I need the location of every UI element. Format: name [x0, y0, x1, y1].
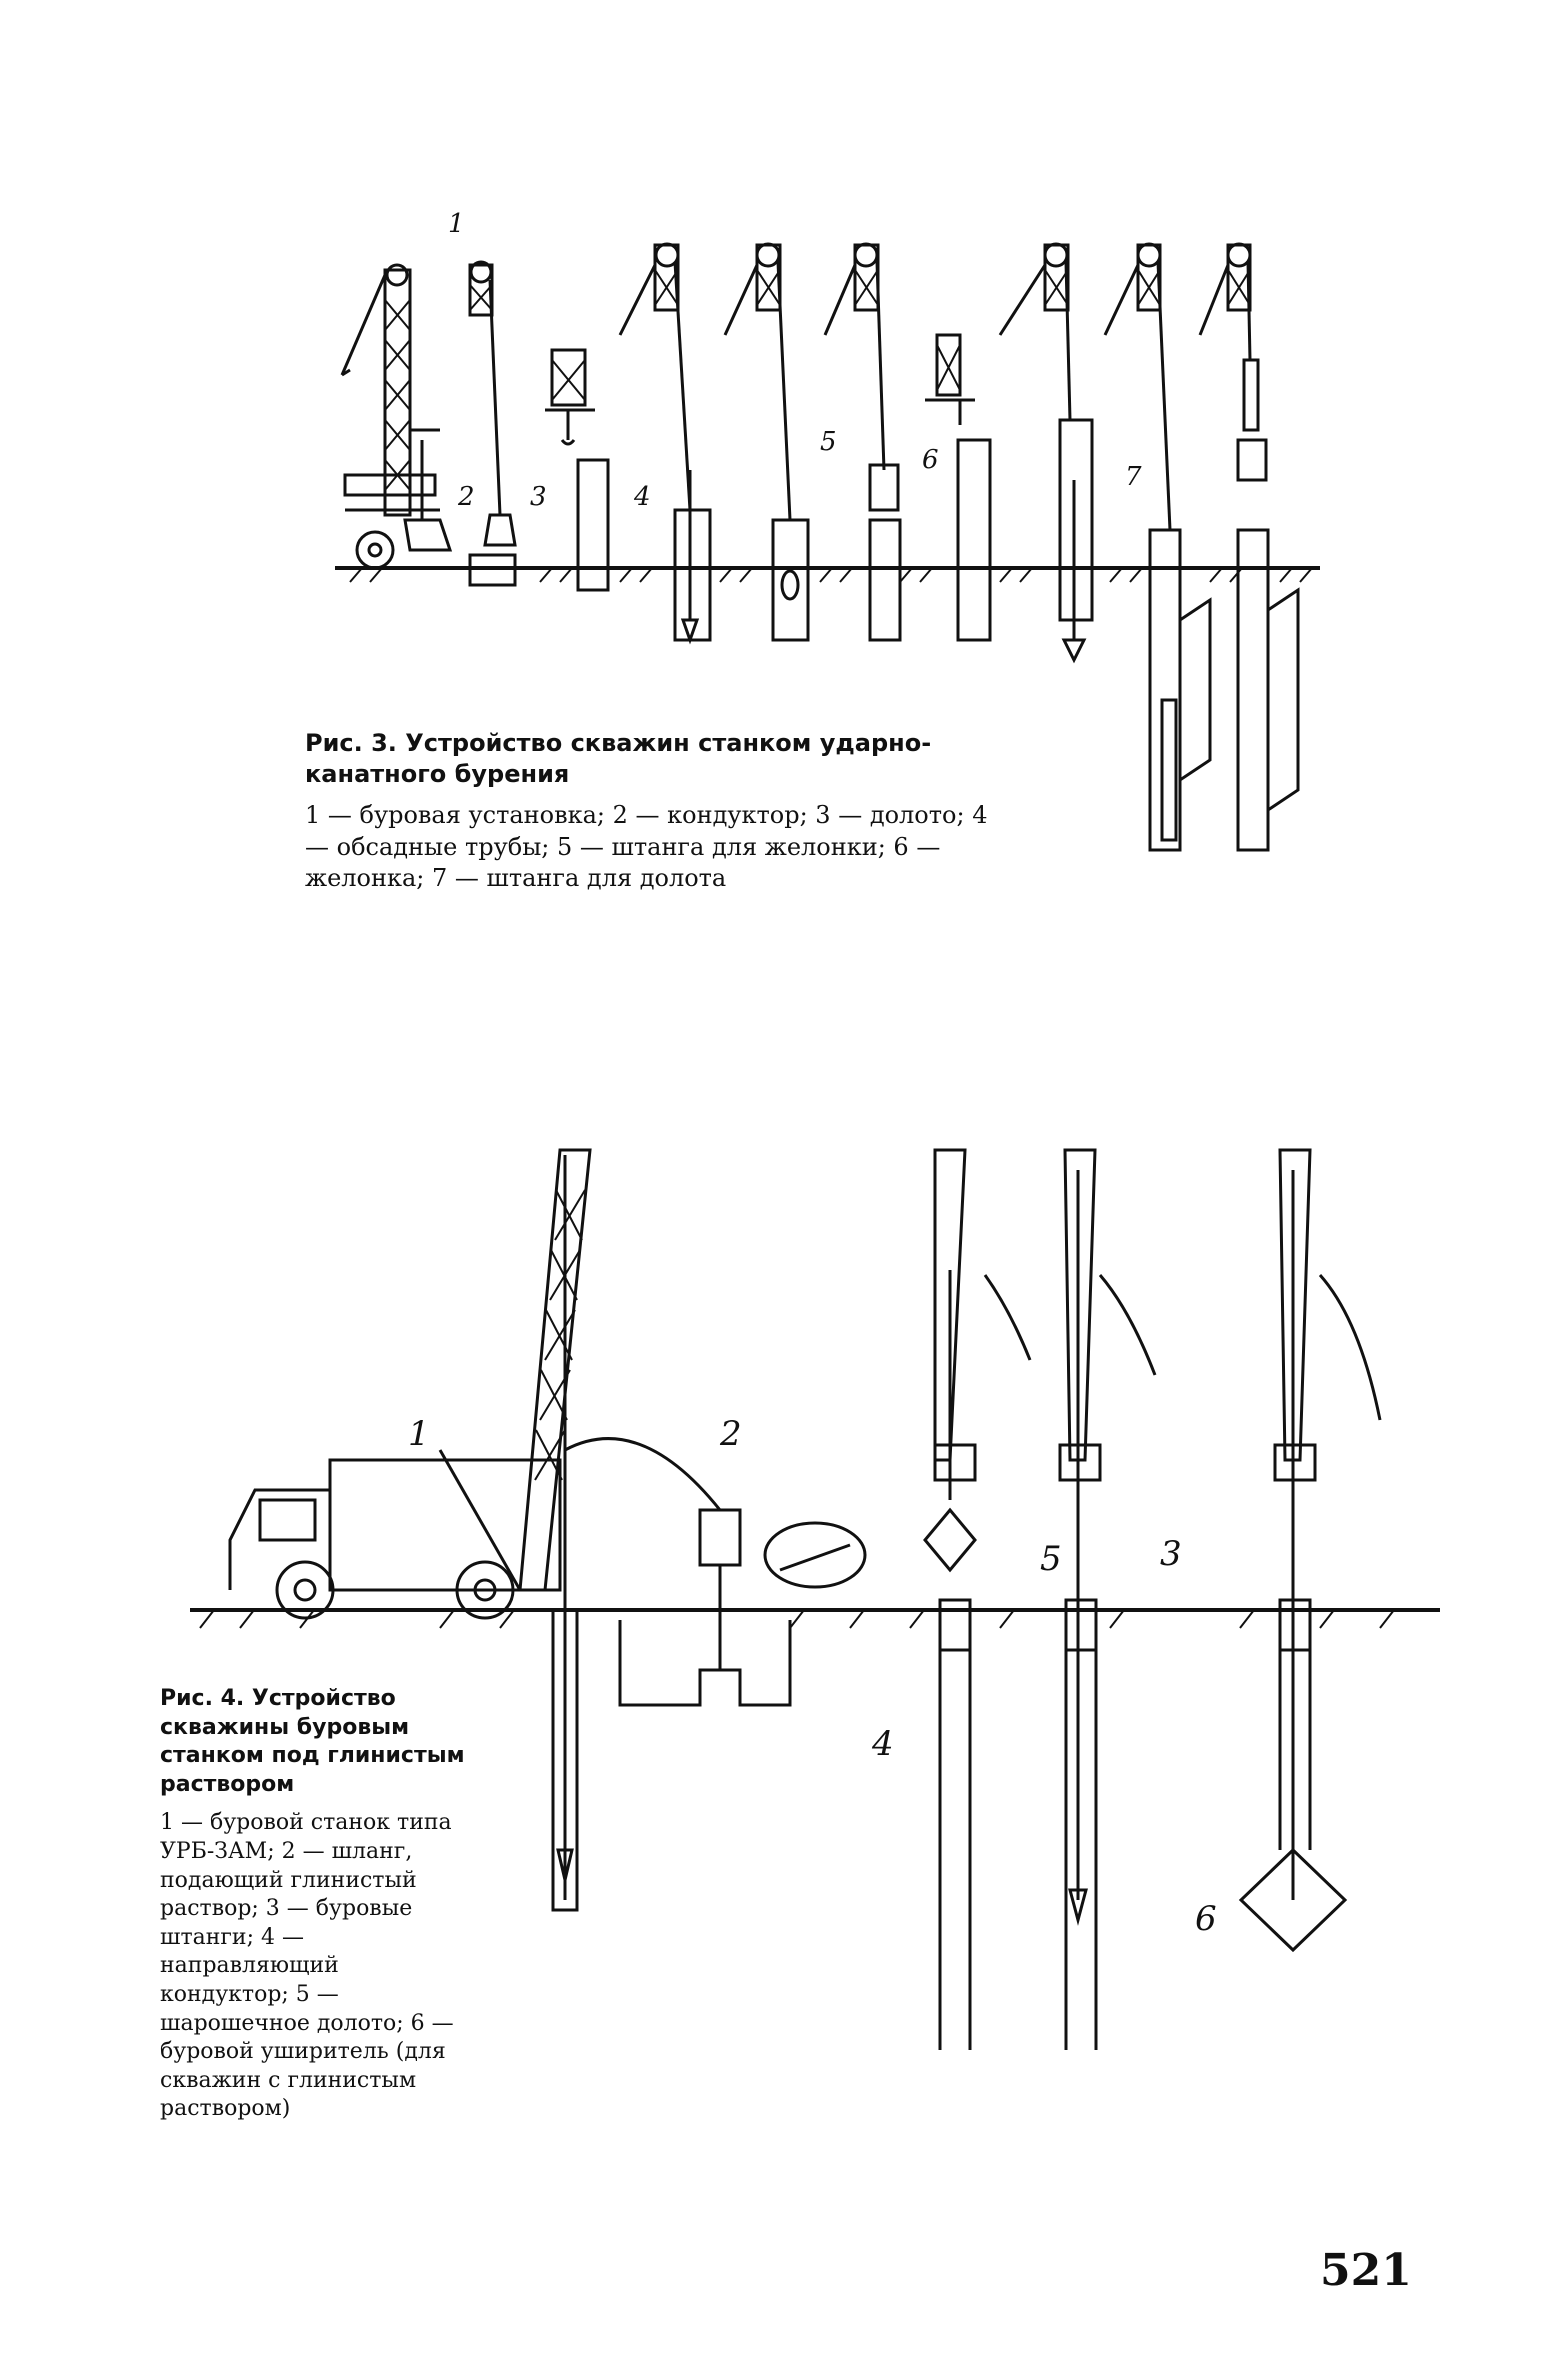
drilling-truck — [228, 1458, 562, 1620]
fig3-label-7: 7 — [1125, 462, 1142, 492]
stage-4-rig — [723, 242, 902, 642]
fig4-label-5: 5 — [1040, 1539, 1062, 1579]
fig4-label-3: 3 — [1160, 1534, 1182, 1574]
fig4-label-1: 1 — [408, 1414, 430, 1454]
figure-3-caption: Рис. 3. Устройство скважин станком ударн… — [305, 728, 995, 894]
well-b — [1058, 1148, 1157, 2050]
fig3-label-4: 4 — [633, 482, 651, 512]
page-number: 521 — [1320, 2245, 1412, 2296]
figure-4-caption: Рис. 4. Устройство скважины буровым стан… — [160, 1685, 470, 2124]
figure-3-caption-title: Рис. 3. Устройство скважин станком ударн… — [305, 729, 932, 789]
fig3-label-2: 2 — [457, 482, 475, 512]
well-a — [923, 1148, 1032, 2050]
fig4-label-4: 4 — [871, 1724, 894, 1764]
mud-system — [564, 1437, 867, 1707]
well-c — [1238, 1148, 1382, 1953]
fig3-label-1: 1 — [448, 209, 465, 239]
fig4-label-2: 2 — [719, 1414, 742, 1454]
stage-1-rig — [340, 260, 517, 570]
stage-6-rig — [1103, 242, 1300, 852]
fig3-label-5: 5 — [820, 427, 837, 457]
figure-3-drawing: 1 2 3 4 5 6 7 — [335, 209, 1320, 852]
figure-3-legend: 1 — буровая установка; 2 — кондуктор; 3 … — [305, 801, 988, 892]
drilling-mast — [438, 1148, 592, 1912]
figure-4-legend: 1 — буровой станок типа УРБ-ЗАМ; 2 — шла… — [160, 1810, 454, 2122]
stage-3-rig — [618, 242, 712, 645]
fig3-label-6: 6 — [922, 445, 939, 475]
fig4-label-6: 6 — [1195, 1899, 1217, 1939]
stage-2-tower — [468, 348, 610, 592]
figure-4-caption-title: Рис. 4. Устройство скважины буровым стан… — [160, 1686, 465, 1797]
stage-5-rig — [925, 242, 1094, 664]
figure-4-drawing: 1 2 3 4 5 6 — [190, 1148, 1440, 2050]
fig3-label-3: 3 — [530, 482, 547, 512]
